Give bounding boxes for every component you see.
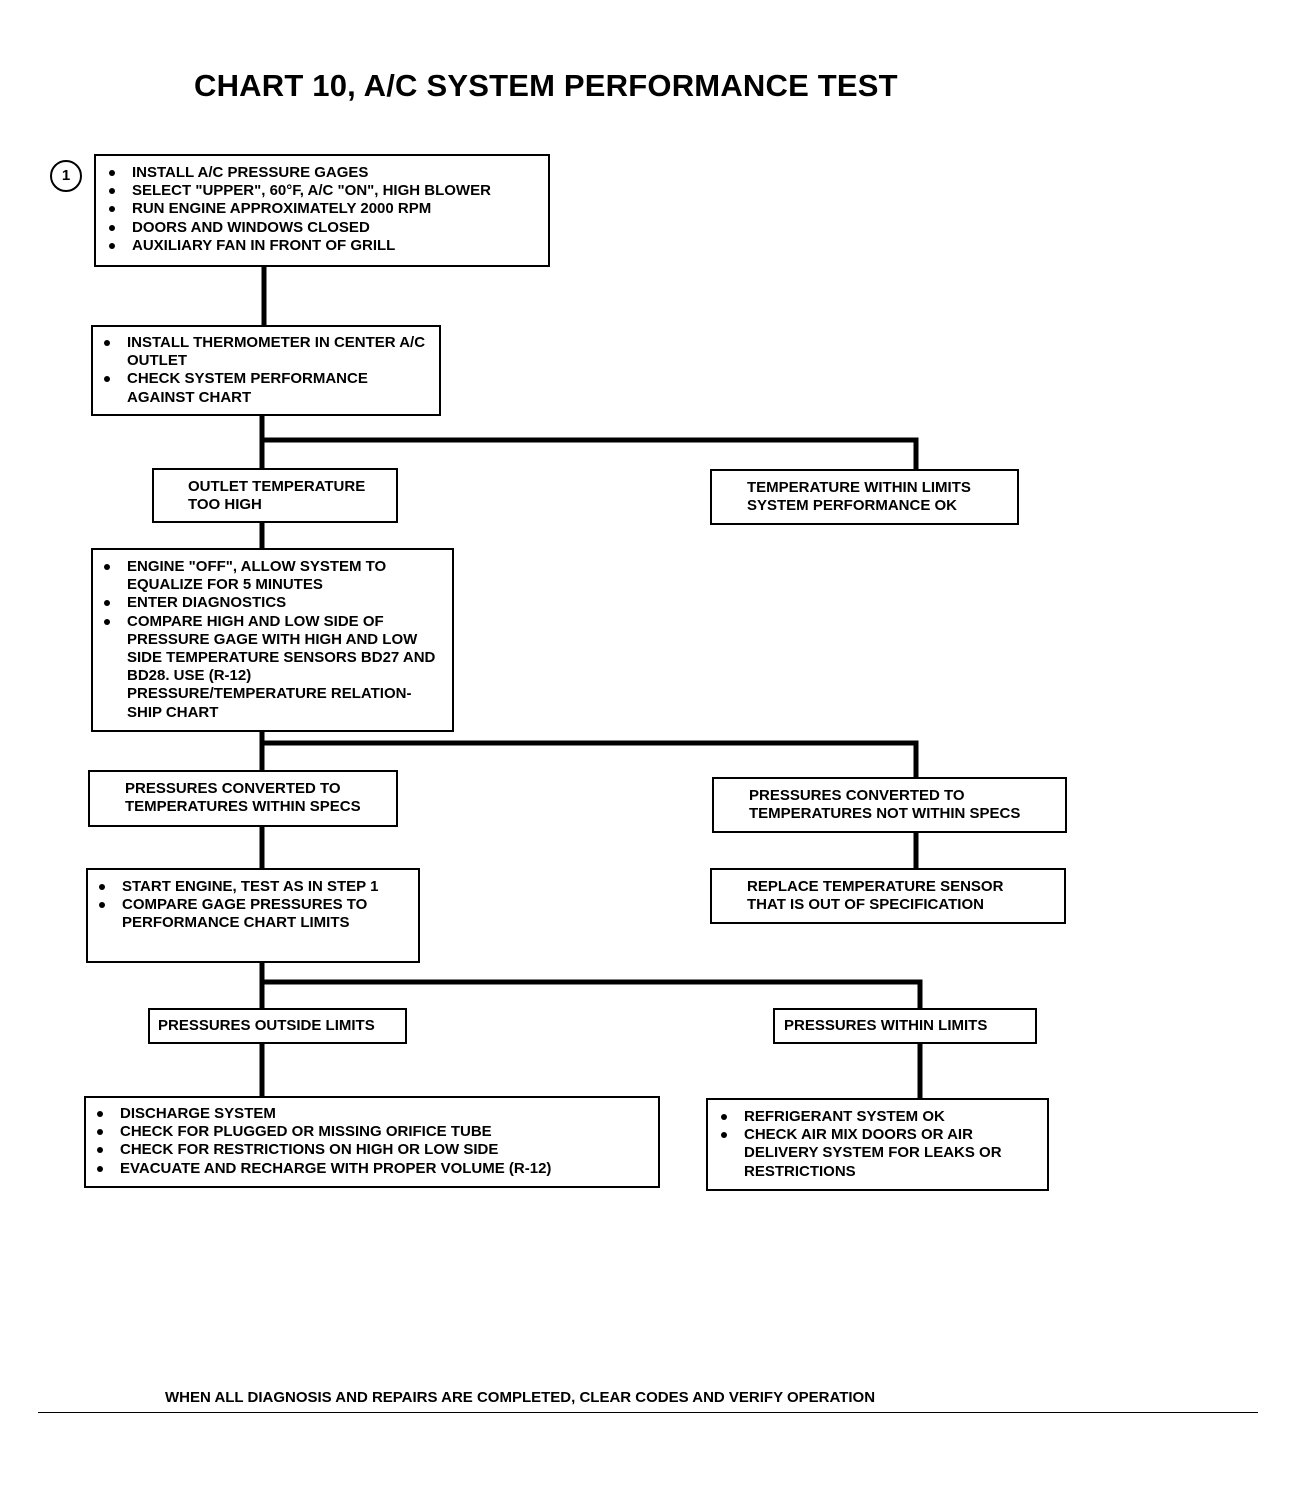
step-item: COMPARE HIGH AND LOW SIDE OF PRESSURE GA… bbox=[97, 613, 446, 722]
box-text: PRESSURES CONVERTED TO TEMPERATURES NOT … bbox=[749, 787, 1021, 823]
box-within-specs: PRESSURES CONVERTED TO TEMPERATURES WITH… bbox=[88, 770, 398, 827]
step-item: SELECT "UPPER", 60°F, A/C "ON", HIGH BLO… bbox=[102, 182, 542, 200]
step-item: ENTER DIAGNOSTICS bbox=[97, 594, 446, 612]
box-text: PRESSURES OUTSIDE LIMITS bbox=[158, 1017, 375, 1034]
step-number-badge: 1 bbox=[50, 160, 82, 192]
step-item: DISCHARGE SYSTEM bbox=[90, 1105, 652, 1123]
chart-title: CHART 10, A/C SYSTEM PERFORMANCE TEST bbox=[194, 68, 898, 103]
box-install-thermometer: INSTALL THERMOMETER IN CENTER A/C OUTLET… bbox=[91, 325, 441, 416]
step-item: CHECK AIR MIX DOORS OR AIR DELIVERY SYST… bbox=[714, 1126, 1041, 1181]
box-pressures-outside-limits: PRESSURES OUTSIDE LIMITS bbox=[148, 1008, 407, 1044]
box-pressures-within-limits: PRESSURES WITHIN LIMITS bbox=[773, 1008, 1037, 1044]
box-text: TEMPERATURE WITHIN LIMITS SYSTEM PERFORM… bbox=[747, 479, 971, 515]
box-text: PRESSURES WITHIN LIMITS bbox=[784, 1017, 988, 1034]
step-item: CHECK SYSTEM PERFORMANCE AGAINST CHART bbox=[97, 370, 433, 406]
step-item: ENGINE "OFF", ALLOW SYSTEM TO EQUALIZE F… bbox=[97, 558, 446, 594]
step-item: INSTALL A/C PRESSURE GAGES bbox=[102, 164, 542, 182]
step-item: COMPARE GAGE PRESSURES TO PERFORMANCE CH… bbox=[92, 896, 412, 932]
step-item: CHECK FOR PLUGGED OR MISSING ORIFICE TUB… bbox=[90, 1123, 652, 1141]
box-start-engine: START ENGINE, TEST AS IN STEP 1 COMPARE … bbox=[86, 868, 420, 963]
box-not-within-specs: PRESSURES CONVERTED TO TEMPERATURES NOT … bbox=[712, 777, 1067, 833]
footer-divider bbox=[38, 1412, 1258, 1413]
footer-instruction: WHEN ALL DIAGNOSIS AND REPAIRS ARE COMPL… bbox=[165, 1389, 876, 1406]
box-outlet-too-high: OUTLET TEMPERATURE TOO HIGH bbox=[152, 468, 398, 523]
step-item: DOORS AND WINDOWS CLOSED bbox=[102, 219, 542, 237]
step-item: EVACUATE AND RECHARGE WITH PROPER VOLUME… bbox=[90, 1160, 652, 1178]
box-replace-sensor: REPLACE TEMPERATURE SENSOR THAT IS OUT O… bbox=[710, 868, 1066, 924]
box-install-gages: INSTALL A/C PRESSURE GAGES SELECT "UPPER… bbox=[94, 154, 550, 267]
box-text: REPLACE TEMPERATURE SENSOR THAT IS OUT O… bbox=[747, 878, 1004, 914]
box-refrigerant-system-ok: REFRIGERANT SYSTEM OK CHECK AIR MIX DOOR… bbox=[706, 1098, 1049, 1191]
box-text: OUTLET TEMPERATURE TOO HIGH bbox=[188, 478, 366, 514]
step-item: CHECK FOR RESTRICTIONS ON HIGH OR LOW SI… bbox=[90, 1141, 652, 1159]
step-item: START ENGINE, TEST AS IN STEP 1 bbox=[92, 878, 412, 896]
step-item: REFRIGERANT SYSTEM OK bbox=[714, 1108, 1041, 1126]
box-temperature-within-limits: TEMPERATURE WITHIN LIMITS SYSTEM PERFORM… bbox=[710, 469, 1019, 525]
step-item: INSTALL THERMOMETER IN CENTER A/C OUTLET bbox=[97, 334, 433, 370]
box-text: PRESSURES CONVERTED TO TEMPERATURES WITH… bbox=[125, 780, 361, 816]
step-item: AUXILIARY FAN IN FRONT OF GRILL bbox=[102, 237, 542, 255]
box-engine-off-diagnostics: ENGINE "OFF", ALLOW SYSTEM TO EQUALIZE F… bbox=[91, 548, 454, 732]
step-item: RUN ENGINE APPROXIMATELY 2000 RPM bbox=[102, 200, 542, 218]
box-discharge-system: DISCHARGE SYSTEM CHECK FOR PLUGGED OR MI… bbox=[84, 1096, 660, 1188]
